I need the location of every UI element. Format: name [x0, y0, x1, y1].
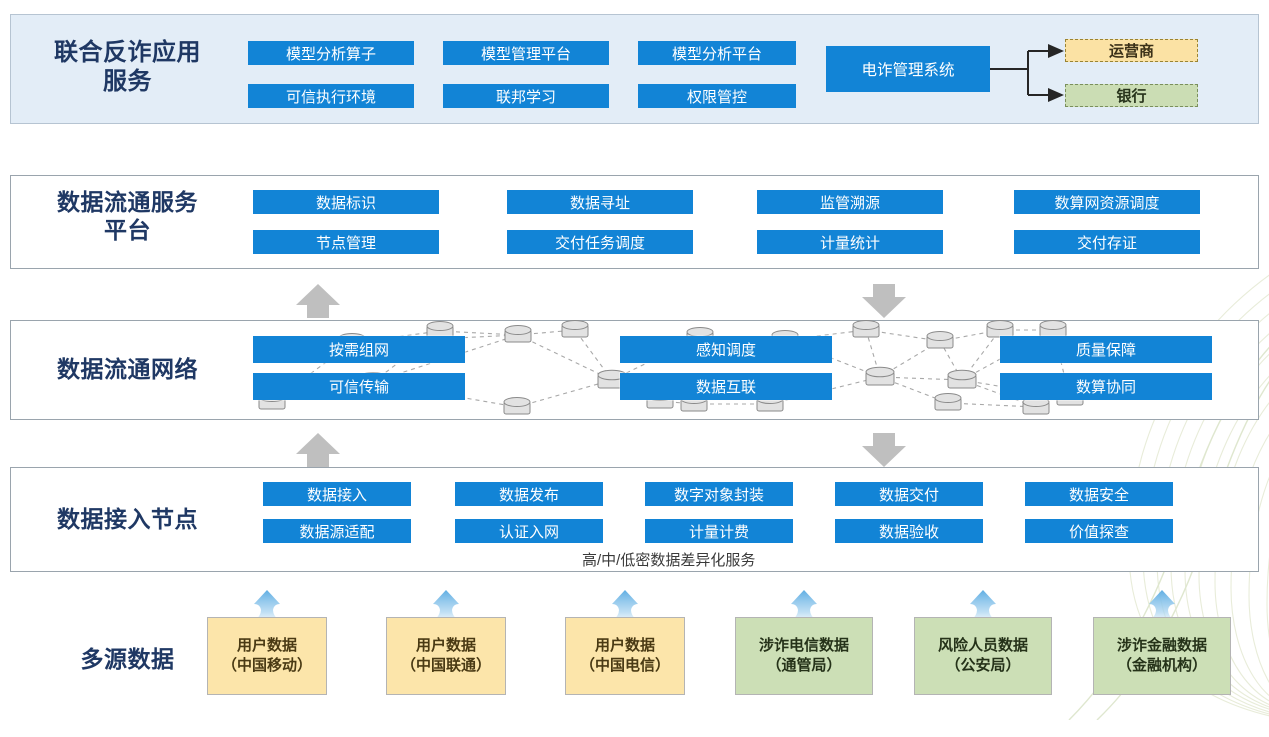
arrow-down-icon-right-upper [862, 284, 906, 318]
module-data-identifier[interactable]: 数据标识 [253, 190, 439, 214]
fraud-management-system-box[interactable]: 电诈管理系统 [826, 46, 990, 92]
module-metering-billing[interactable]: 计量计费 [645, 519, 793, 543]
layer-title-app-service: 联合反诈应用 服务 [20, 38, 235, 97]
source-line2: （通管局） [766, 657, 842, 674]
layer-title-line1: 数据流通服务 [57, 189, 198, 215]
arrow-up-icon-left-lower [296, 433, 340, 467]
module-metering-statistics[interactable]: 计量统计 [757, 230, 943, 254]
module-data-delivery[interactable]: 数据交付 [835, 482, 983, 506]
source-line1: 用户数据 [594, 636, 655, 654]
layer-title-line2: 服务 [103, 68, 152, 96]
source-line2: （金融机构） [1116, 657, 1207, 674]
source-line1: 用户数据 [236, 636, 297, 654]
source-box-public-security[interactable]: 风险人员数据 （公安局） [914, 617, 1052, 695]
module-federated-learning[interactable]: 联邦学习 [443, 84, 609, 108]
source-line1: 用户数据 [415, 636, 476, 654]
layer-title-line2: 平台 [104, 217, 151, 244]
module-compute-network-resource-scheduling[interactable]: 数算网资源调度 [1014, 190, 1200, 214]
source-line2: （中国电信） [579, 657, 670, 674]
module-regulatory-traceability[interactable]: 监管溯源 [757, 190, 943, 214]
source-line1: 涉诈金融数据 [1116, 636, 1207, 654]
source-box-china-mobile[interactable]: 用户数据 （中国移动） [207, 617, 327, 695]
arrow-down-icon-right-lower [862, 433, 906, 467]
module-node-management[interactable]: 节点管理 [253, 230, 439, 254]
layer-title-line1: 数据接入节点 [57, 506, 198, 532]
module-data-publishing[interactable]: 数据发布 [455, 482, 603, 506]
module-data-acceptance[interactable]: 数据验收 [835, 519, 983, 543]
layer-title-line1: 数据流通网络 [57, 356, 198, 382]
layer-title-multi-source-data: 多源数据 [20, 645, 235, 673]
module-quality-assurance[interactable]: 质量保障 [1000, 336, 1212, 363]
source-box-china-telecom[interactable]: 用户数据 （中国电信） [565, 617, 685, 695]
source-line1: 涉诈电信数据 [758, 636, 849, 654]
layer-app-service [10, 14, 1259, 124]
module-data-security[interactable]: 数据安全 [1025, 482, 1173, 506]
source-line2: （公安局） [945, 657, 1021, 674]
endpoint-bank[interactable]: 银行 [1065, 84, 1198, 107]
module-authentication-onboarding[interactable]: 认证入网 [455, 519, 603, 543]
layer-title-circulation-platform: 数据流通服务 平台 [20, 188, 235, 244]
module-data-interconnection[interactable]: 数据互联 [620, 373, 832, 400]
module-data-access[interactable]: 数据接入 [263, 482, 411, 506]
module-permission-control[interactable]: 权限管控 [638, 84, 796, 108]
module-trusted-execution-environment[interactable]: 可信执行环境 [248, 84, 414, 108]
module-delivery-attestation[interactable]: 交付存证 [1014, 230, 1200, 254]
module-model-analysis-operator[interactable]: 模型分析算子 [248, 41, 414, 65]
module-value-exploration[interactable]: 价值探查 [1025, 519, 1173, 543]
source-box-china-unicom[interactable]: 用户数据 （中国联通） [386, 617, 506, 695]
module-trusted-transmission[interactable]: 可信传输 [253, 373, 465, 400]
layer-title-access-node: 数据接入节点 [20, 505, 235, 533]
module-data-addressing[interactable]: 数据寻址 [507, 190, 693, 214]
module-model-management-platform[interactable]: 模型管理平台 [443, 41, 609, 65]
module-compute-collaboration[interactable]: 数算协同 [1000, 373, 1212, 400]
differentiated-service-note: 高/中/低密数据差异化服务 [582, 552, 756, 569]
layer-title-line1: 联合反诈应用 [54, 39, 201, 66]
module-delivery-task-scheduling[interactable]: 交付任务调度 [507, 230, 693, 254]
layer-title-line1: 多源数据 [80, 646, 175, 672]
module-model-analysis-platform[interactable]: 模型分析平台 [638, 41, 796, 65]
source-line2: （中国联通） [400, 657, 491, 674]
module-data-source-adaptation[interactable]: 数据源适配 [263, 519, 411, 543]
source-box-telecom-fraud-bureau[interactable]: 涉诈电信数据 （通管局） [735, 617, 873, 695]
module-on-demand-networking[interactable]: 按需组网 [253, 336, 465, 363]
module-digital-object-encapsulation[interactable]: 数字对象封装 [645, 482, 793, 506]
source-box-financial-institution[interactable]: 涉诈金融数据 （金融机构） [1093, 617, 1231, 695]
source-line2: （中国移动） [221, 657, 312, 674]
module-awareness-scheduling[interactable]: 感知调度 [620, 336, 832, 363]
arrow-up-icon-left-upper [296, 284, 340, 318]
source-line1: 风险人员数据 [937, 636, 1028, 654]
layer-title-circulation-network: 数据流通网络 [20, 355, 235, 383]
endpoint-operator[interactable]: 运营商 [1065, 39, 1198, 62]
